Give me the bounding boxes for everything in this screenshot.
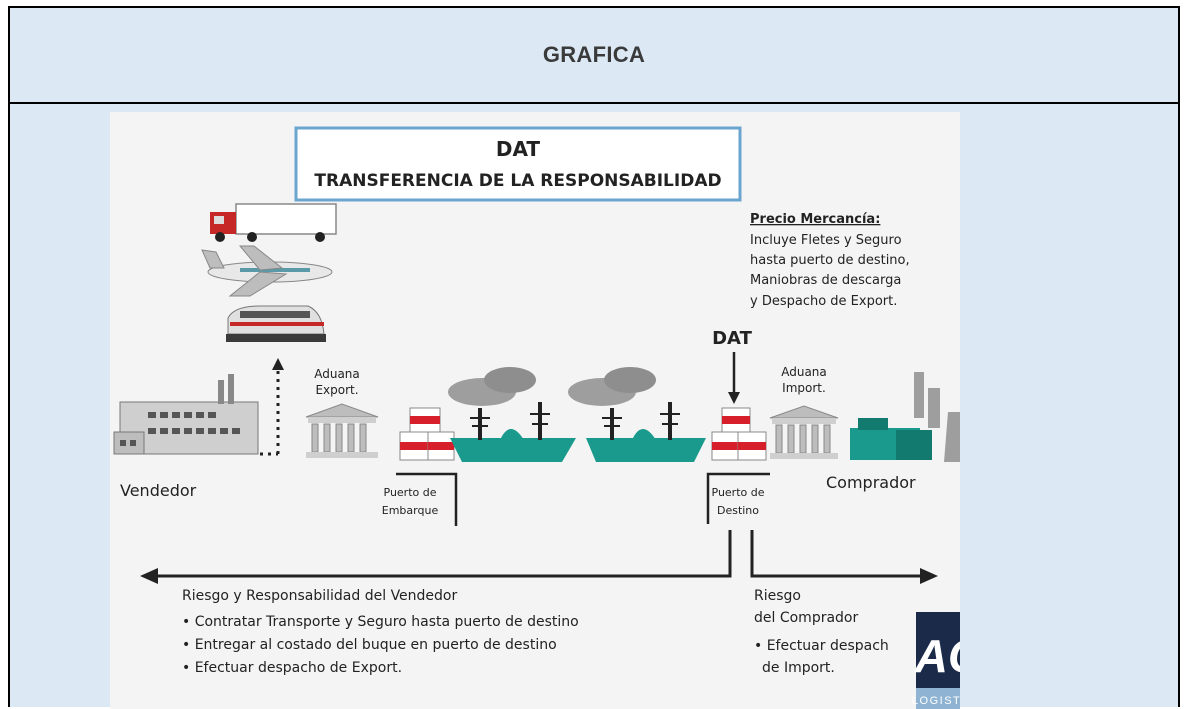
puerto-embarque-line1: Puerto de — [384, 486, 437, 499]
precio-line: y Despacho de Export. — [750, 294, 897, 309]
cargo-boxes-icon — [399, 407, 455, 461]
dotted-arrow-head — [272, 358, 284, 370]
aduana-import-line2: Import. — [782, 381, 826, 395]
ac-logistics-logo: AC LOGISTICS — [912, 612, 960, 709]
title-line2: TRANSFERENCIA DE LA RESPONSABILIDAD — [314, 171, 721, 191]
comprador-label: Comprador — [826, 473, 916, 492]
puerto-destino-line2: Destino — [717, 504, 759, 517]
ship-icon — [568, 367, 706, 462]
airplane-icon — [201, 245, 333, 297]
table-header: GRAFICA — [10, 8, 1178, 104]
truck-icon — [210, 203, 337, 242]
precio-heading: Precio Mercancía: — [750, 212, 880, 227]
vendedor-risk-arrow — [154, 530, 732, 578]
logo-subtext: LOGISTICS — [912, 695, 960, 707]
riesgo-comprador-bullet: • Efectuar despach — [754, 638, 889, 654]
train-icon — [226, 305, 326, 342]
customs-building-icon — [769, 405, 839, 459]
aduana-import-line1: Aduana — [781, 365, 827, 379]
embarque-bracket — [396, 472, 458, 526]
precio-line: Maniobras de descarga — [750, 273, 901, 288]
title-box — [294, 126, 742, 202]
puerto-embarque-line2: Embarque — [382, 504, 439, 517]
header-title: GRAFICA — [542, 42, 646, 67]
aduana-export-line2: Export. — [315, 383, 358, 397]
riesgo-vendedor-heading: Riesgo y Responsabilidad del Vendedor — [182, 588, 457, 604]
factory-icon — [113, 374, 259, 455]
dat-diagram: DAT TRANSFERENCIA DE LA RESPONSABILIDAD — [110, 112, 960, 709]
ship-icon — [448, 367, 576, 462]
riesgo-comprador-heading: Riesgo — [754, 588, 801, 604]
power-plant-icon — [850, 372, 960, 462]
riesgo-comprador-bullet: de Import. — [762, 660, 835, 676]
cargo-boxes-icon — [711, 407, 767, 461]
dat-marker-label: DAT — [712, 328, 752, 349]
comprador-risk-arrow — [750, 530, 924, 578]
logo-mark: AC — [914, 630, 960, 682]
customs-building-icon — [305, 403, 379, 458]
riesgo-vendedor-bullet: • Efectuar despacho de Export. — [182, 660, 402, 676]
riesgo-vendedor-bullet: • Contratar Transporte y Seguro hasta pu… — [182, 614, 579, 630]
precio-line: Incluye Fletes y Seguro — [750, 233, 902, 248]
puerto-destino-line1: Puerto de — [712, 486, 765, 499]
title-line1: DAT — [496, 137, 541, 161]
riesgo-comprador-heading: del Comprador — [754, 610, 858, 626]
aduana-export-line1: Aduana — [314, 367, 360, 381]
riesgo-vendedor-bullet: • Entregar al costado del buque en puert… — [182, 637, 557, 653]
diagram-canvas: DAT TRANSFERENCIA DE LA RESPONSABILIDAD — [113, 126, 960, 709]
precio-line: hasta puerto de destino, — [750, 253, 910, 268]
content-table: GRAFICA DAT TRANSFERENCIA DE LA RESPONSA… — [8, 6, 1180, 709]
destino-bracket — [706, 472, 770, 524]
vendedor-label: Vendedor — [120, 481, 197, 500]
